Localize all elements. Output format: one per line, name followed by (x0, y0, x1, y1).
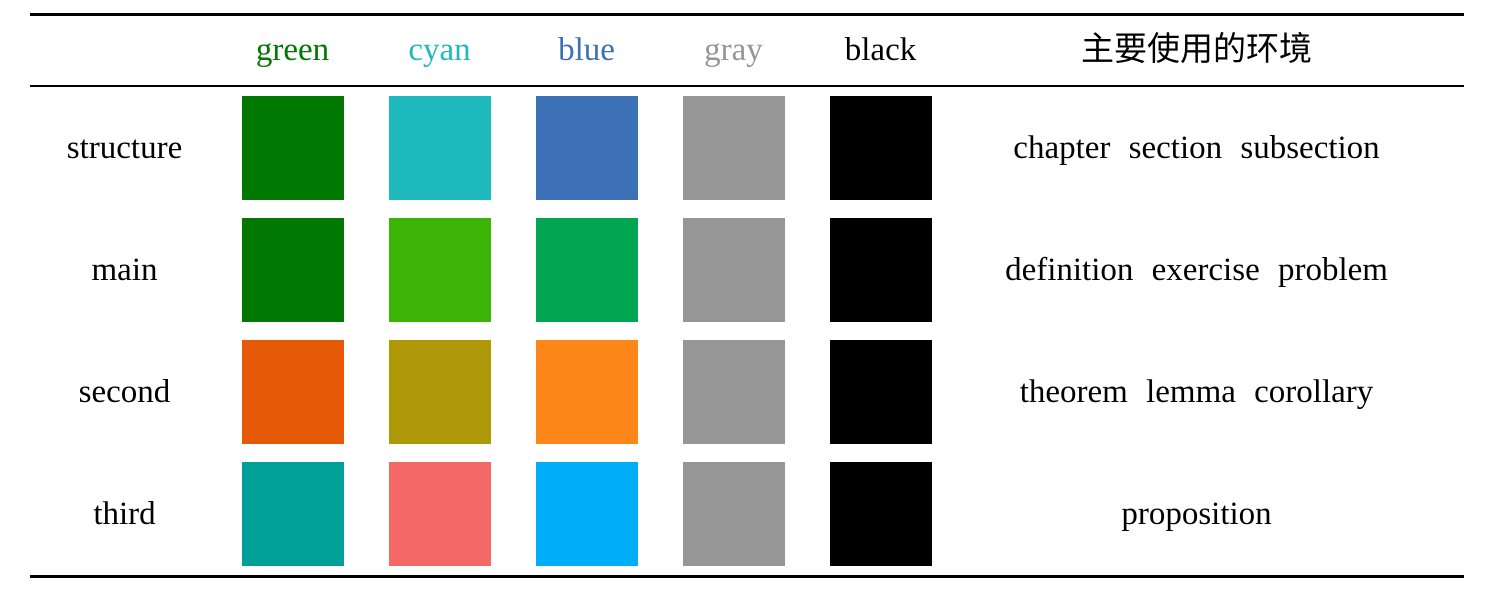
swatch-main-green (241, 218, 344, 322)
table-row-third: third proposition (30, 453, 1464, 575)
column-header-usage: 主要使用的环境 (1081, 32, 1312, 68)
swatch-third-blue (535, 462, 638, 566)
swatch-third-black (829, 462, 932, 566)
usage-text-structure: chapter section subsection (1013, 129, 1380, 166)
table-row-second: second theorem lemma corollary (30, 331, 1464, 453)
table-header-row: green cyan blue gray black 主要使用的环境 (30, 16, 1464, 87)
swatch-structure-black (829, 96, 932, 200)
table-row-structure: structure chapter section subsection (30, 87, 1464, 209)
row-label-structure: structure (66, 129, 183, 166)
column-header-cyan: cyan (408, 32, 471, 68)
color-theme-table: green cyan blue gray black 主要使用的环境 struc… (30, 13, 1464, 578)
usage-text-third: proposition (1121, 495, 1272, 532)
usage-text-second: theorem lemma corollary (1019, 373, 1374, 410)
table-row-main: main definition exercise problem (30, 209, 1464, 331)
swatch-second-cyan (388, 340, 491, 444)
swatch-third-gray (682, 462, 785, 566)
swatch-main-gray (682, 218, 785, 322)
row-label-main: main (91, 251, 158, 288)
row-label-third: third (93, 495, 156, 532)
swatch-third-cyan (388, 462, 491, 566)
swatch-main-cyan (388, 218, 491, 322)
column-header-black: black (844, 32, 917, 68)
swatch-main-black (829, 218, 932, 322)
usage-text-main: definition exercise problem (1005, 251, 1388, 288)
swatch-second-blue (535, 340, 638, 444)
swatch-structure-blue (535, 96, 638, 200)
column-header-green: green (255, 32, 330, 68)
column-header-blue: blue (558, 32, 615, 68)
column-header-gray: gray (704, 32, 763, 68)
swatch-second-black (829, 340, 932, 444)
swatch-second-gray (682, 340, 785, 444)
row-label-second: second (78, 373, 171, 410)
swatch-structure-green (241, 96, 344, 200)
swatch-third-green (241, 462, 344, 566)
swatch-structure-gray (682, 96, 785, 200)
swatch-structure-cyan (388, 96, 491, 200)
swatch-main-blue (535, 218, 638, 322)
swatch-second-green (241, 340, 344, 444)
